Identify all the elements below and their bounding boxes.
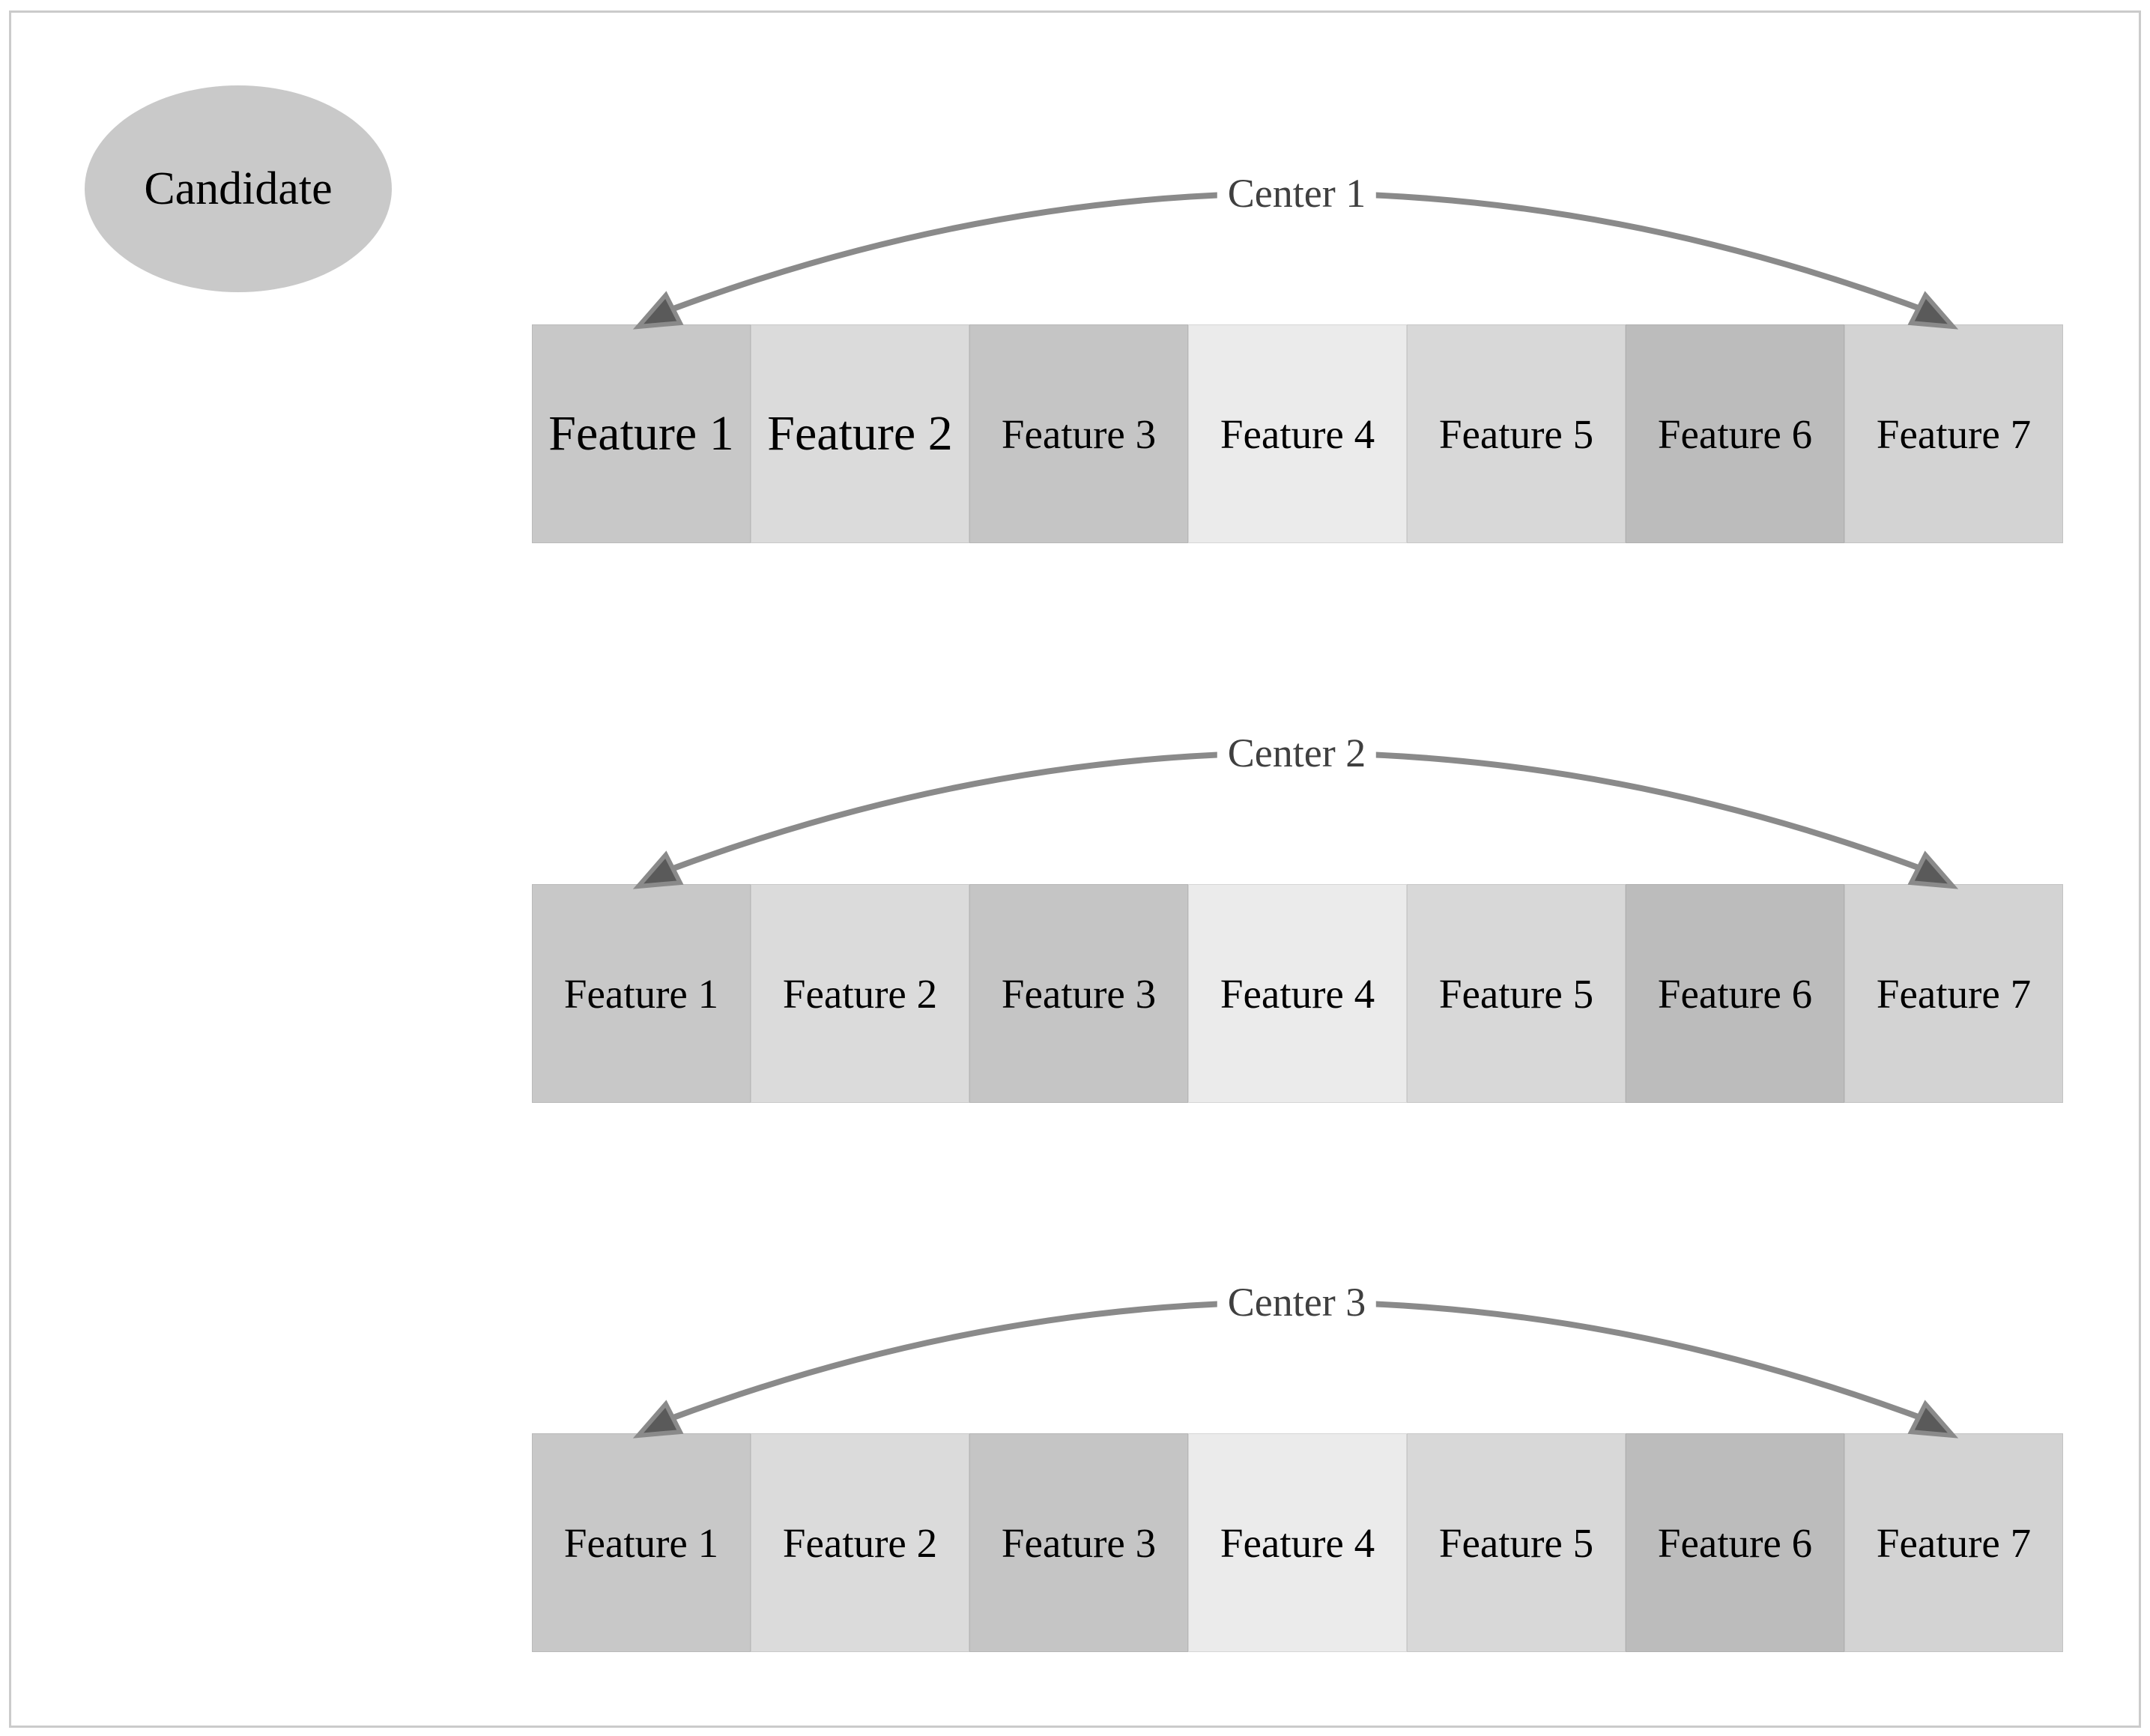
feature-box: Feature 3 bbox=[969, 324, 1188, 543]
feature-label: Feature 6 bbox=[1657, 411, 1813, 457]
center-label-1: Center 1 bbox=[1217, 169, 1377, 218]
feature-label: Feature 5 bbox=[1438, 411, 1594, 457]
feature-label: Feature 7 bbox=[1876, 1519, 2032, 1566]
feature-box: Feature 6 bbox=[1626, 1433, 1844, 1652]
feature-box: Feature 7 bbox=[1844, 1433, 2063, 1652]
feature-box: Feature 3 bbox=[969, 1433, 1188, 1652]
feature-label: Feature 1 bbox=[548, 406, 734, 461]
feature-label: Feature 7 bbox=[1876, 411, 2032, 457]
feature-label: Feature 5 bbox=[1438, 1519, 1594, 1566]
feature-box: Feature 4 bbox=[1188, 884, 1407, 1103]
feature-label: Feature 6 bbox=[1657, 1519, 1813, 1566]
feature-label: Feature 4 bbox=[1220, 1519, 1375, 1566]
candidate-label: Candidate bbox=[144, 163, 333, 214]
feature-label: Feature 6 bbox=[1657, 970, 1813, 1017]
feature-box: Feature 2 bbox=[751, 1433, 969, 1652]
feature-box: Feature 7 bbox=[1844, 884, 2063, 1103]
feature-label: Feature 4 bbox=[1220, 970, 1375, 1017]
feature-box: Feature 5 bbox=[1407, 884, 1626, 1103]
feature-label: Feature 1 bbox=[563, 970, 719, 1017]
page-border bbox=[9, 10, 2141, 1728]
feature-label: Feature 3 bbox=[1001, 970, 1157, 1017]
feature-label: Feature 5 bbox=[1438, 970, 1594, 1017]
feature-box: Feature 6 bbox=[1626, 324, 1844, 543]
feature-row-1: Feature 1 Feature 2 Feature 3 Feature 4 … bbox=[532, 324, 2063, 543]
feature-label: Feature 2 bbox=[782, 970, 938, 1017]
feature-box: Feature 4 bbox=[1188, 324, 1407, 543]
feature-label: Feature 4 bbox=[1220, 411, 1375, 457]
feature-row-3: Feature 1 Feature 2 Feature 3 Feature 4 … bbox=[532, 1433, 2063, 1652]
feature-row-2: Feature 1 Feature 2 Feature 3 Feature 4 … bbox=[532, 884, 2063, 1103]
feature-box: Feature 1 bbox=[532, 1433, 751, 1652]
feature-box: Feature 3 bbox=[969, 884, 1188, 1103]
feature-box: Feature 1 bbox=[532, 884, 751, 1103]
feature-label: Feature 3 bbox=[1001, 1519, 1157, 1566]
feature-label: Feature 1 bbox=[563, 1519, 719, 1566]
feature-box: Feature 4 bbox=[1188, 1433, 1407, 1652]
feature-box: Feature 7 bbox=[1844, 324, 2063, 543]
feature-box: Feature 5 bbox=[1407, 324, 1626, 543]
center-label-3: Center 3 bbox=[1217, 1277, 1377, 1327]
feature-box: Feature 5 bbox=[1407, 1433, 1626, 1652]
feature-label: Feature 2 bbox=[767, 406, 953, 461]
feature-label: Feature 7 bbox=[1876, 970, 2032, 1017]
feature-box: Feature 6 bbox=[1626, 884, 1844, 1103]
candidate-node: Candidate bbox=[85, 85, 392, 292]
center-label-2: Center 2 bbox=[1217, 728, 1377, 778]
feature-box: Feature 2 bbox=[751, 884, 969, 1103]
feature-box: Feature 1 bbox=[532, 324, 751, 543]
feature-box: Feature 2 bbox=[751, 324, 969, 543]
feature-label: Feature 2 bbox=[782, 1519, 938, 1566]
feature-label: Feature 3 bbox=[1001, 411, 1157, 457]
